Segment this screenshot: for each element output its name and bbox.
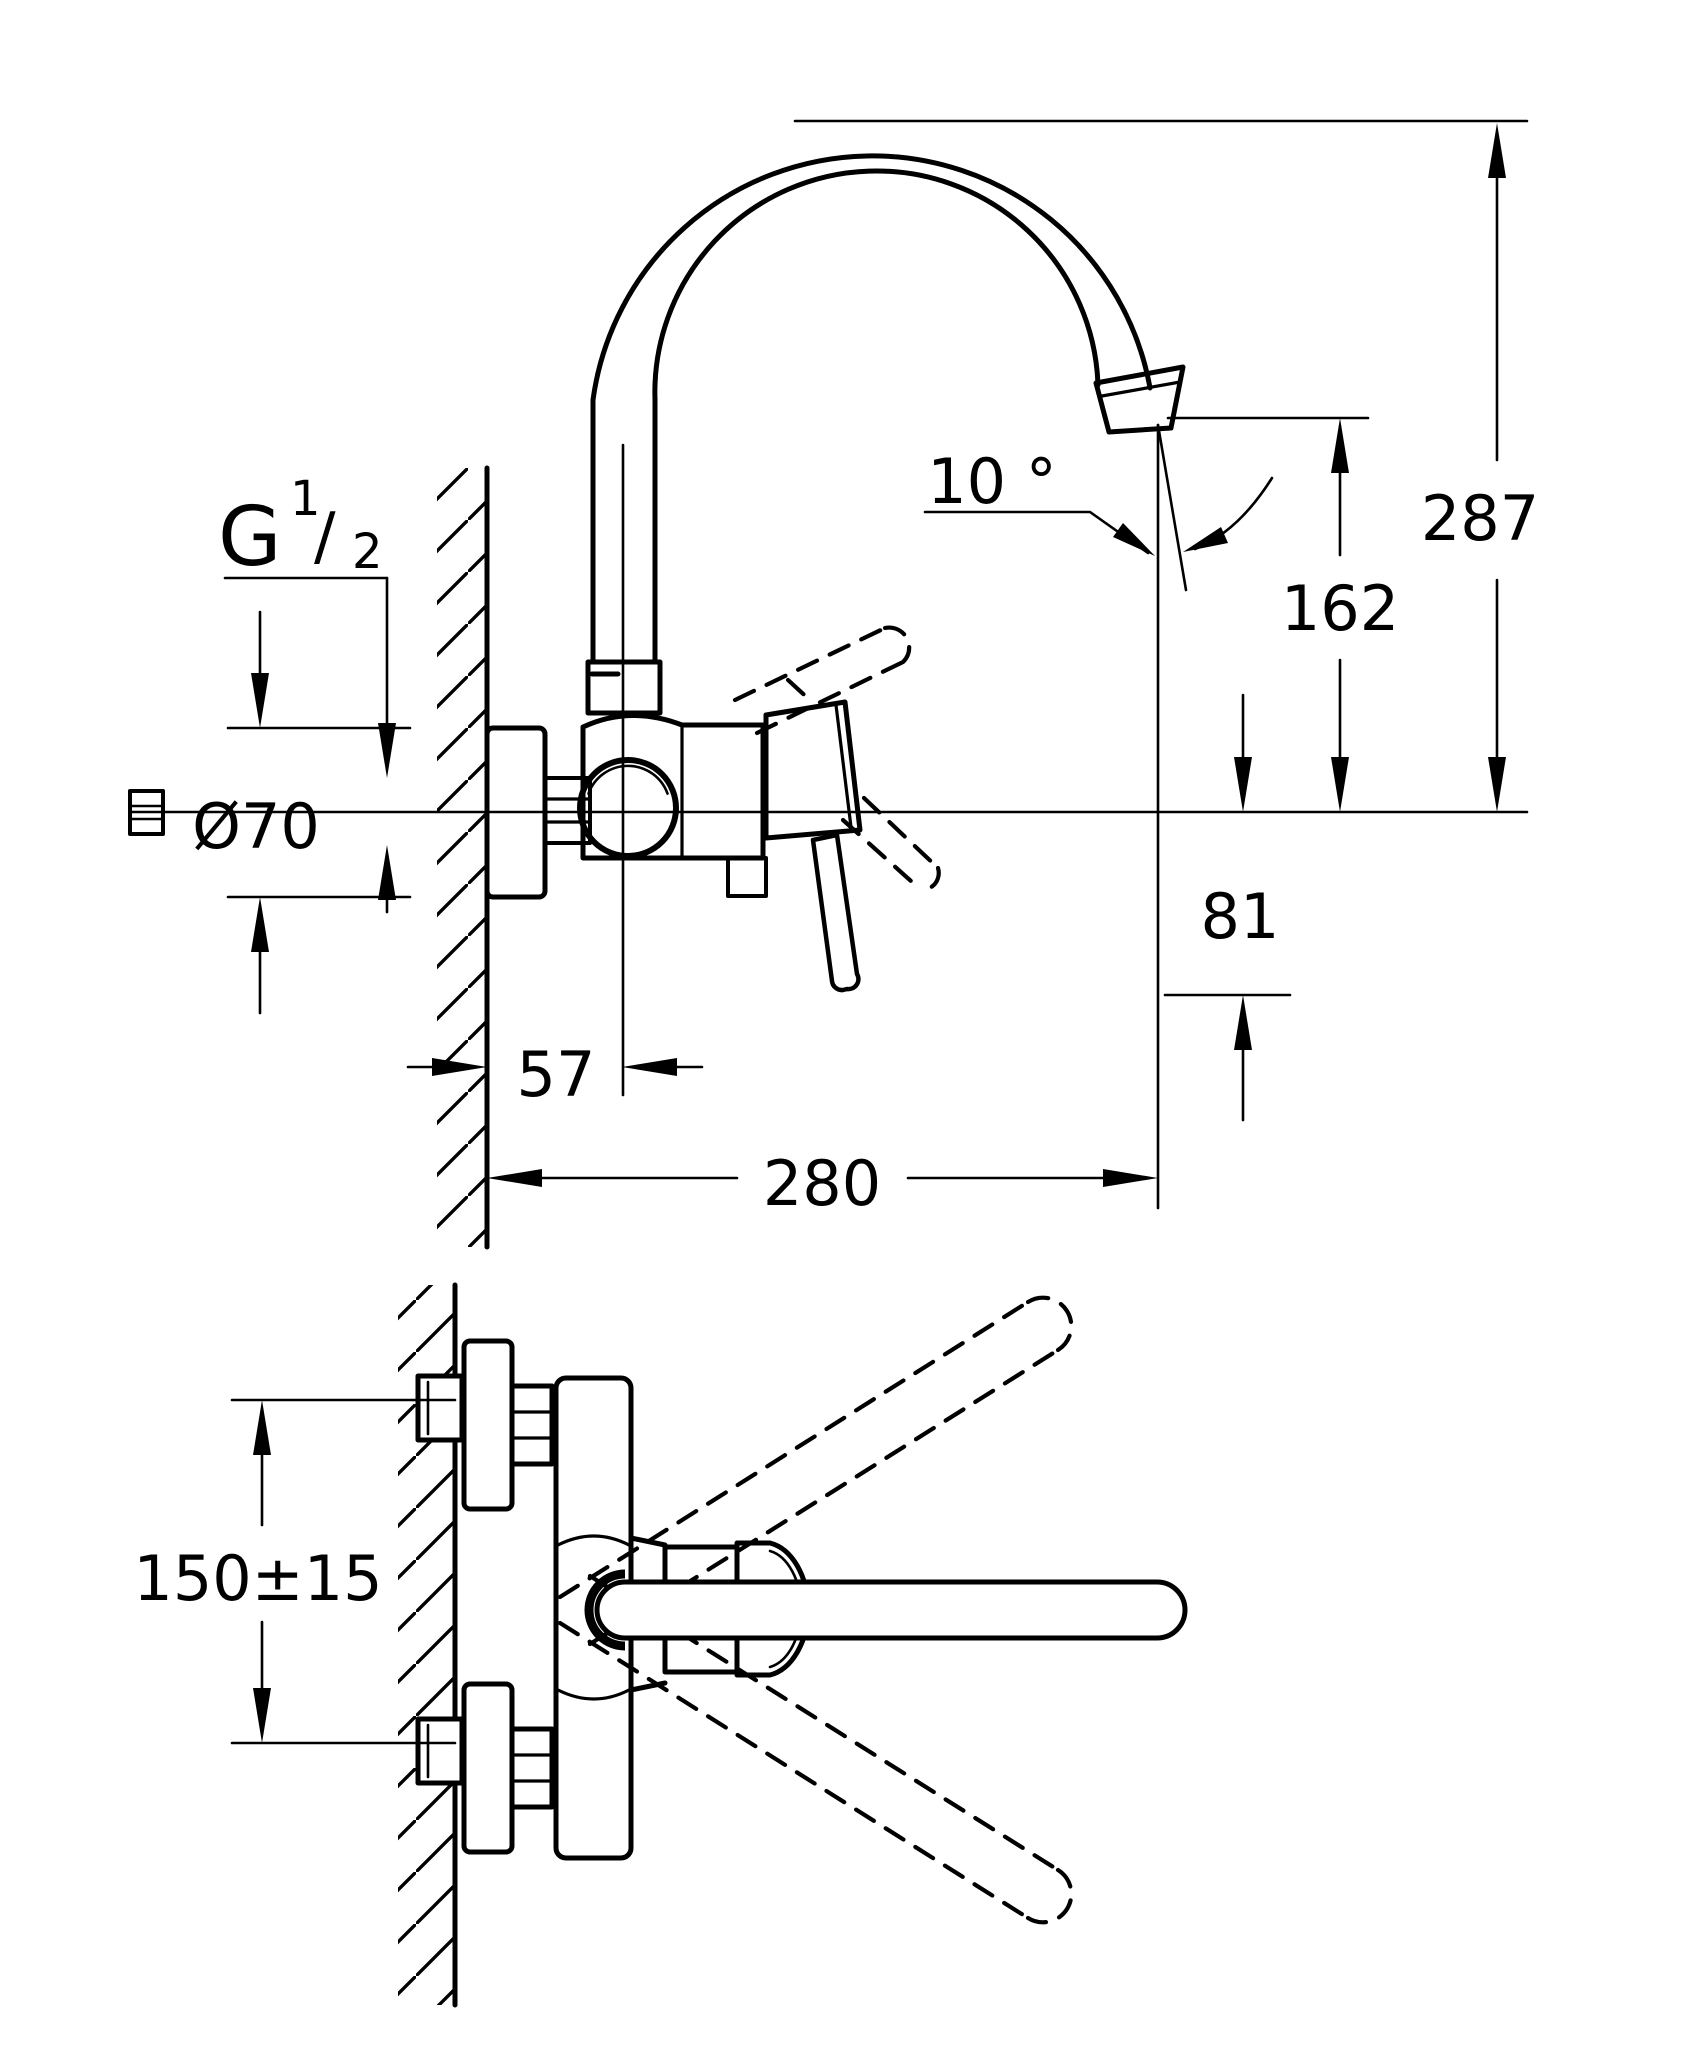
- lever-pivot-arc: [584, 1569, 626, 1651]
- body-waist-curve-2: [556, 1688, 631, 1701]
- inlet-connection-top-2: [415, 1681, 555, 1855]
- union-nut-top-2: [509, 1726, 555, 1810]
- handle-dome: [763, 699, 863, 841]
- handle-lever-top: [594, 1579, 1188, 1641]
- dim-escutcheon-diameter-text: Ø70: [192, 790, 320, 863]
- dim-inlet-spacing-text: 150±15: [133, 1542, 382, 1615]
- dim-below-center: 81: [1201, 693, 1280, 1122]
- handle-phantom-raised: [732, 625, 912, 736]
- body-waist-curve-1: [556, 1534, 631, 1547]
- dim-wall-to-center: 57: [406, 1038, 704, 1111]
- dim-spout-angle: 10 °: [923, 445, 1274, 556]
- dim-reach-text: 280: [763, 1147, 881, 1220]
- angle-leader-arrow: [1113, 523, 1155, 556]
- angle-arc-arrow: [1183, 527, 1228, 552]
- escutcheon-top-1: [461, 1338, 515, 1512]
- dim-below-center-text: 81: [1201, 880, 1280, 953]
- dim-escutcheon-diameter: Ø70: [192, 610, 412, 1015]
- dim-wall-to-center-text: 57: [517, 1038, 596, 1111]
- thread-label: G 1 / 2: [218, 471, 396, 914]
- dim-spout-height: 162: [1281, 418, 1399, 812]
- inlet-connection-top-1: [415, 1338, 555, 1512]
- handle-phantom-lowered: [840, 795, 941, 893]
- dim-reach: 280: [487, 1147, 1158, 1220]
- union-nut-top-1: [509, 1383, 555, 1467]
- thread-label-g: G: [218, 490, 282, 585]
- wall-hatching: [437, 468, 487, 1247]
- valve-body: [580, 712, 766, 861]
- handle-lever-side: [810, 832, 861, 993]
- ball-joint: [577, 757, 679, 859]
- outlet-angle-line: [1156, 423, 1188, 592]
- thread-arrow-up: [378, 845, 396, 900]
- dim-spout-angle-text: 10 °: [927, 445, 1057, 518]
- dim-total-height: 287: [1421, 123, 1539, 812]
- spout-outer-arc: [590, 153, 1153, 403]
- spout-inner-arc: [652, 168, 1101, 403]
- spout-nozzle: [1093, 364, 1186, 435]
- thread-label-numerator: 1: [290, 471, 321, 527]
- escutcheon-top-2: [461, 1681, 515, 1855]
- dim-total-height-text: 287: [1421, 482, 1539, 555]
- dim-inlet-spacing: 150±15: [133, 1398, 457, 1745]
- ball-joint-inner-arc: [587, 764, 669, 795]
- top-view: 150±15: [133, 1282, 1188, 2008]
- thread-label-denominator: 2: [352, 524, 383, 580]
- thread-arrow-down: [378, 723, 396, 778]
- side-view: G 1 / 2 Ø70 10 °: [128, 119, 1539, 1250]
- dim-spout-height-text: 162: [1281, 572, 1399, 645]
- valve-body-foot: [726, 856, 768, 898]
- thread-label-slash: /: [314, 500, 336, 574]
